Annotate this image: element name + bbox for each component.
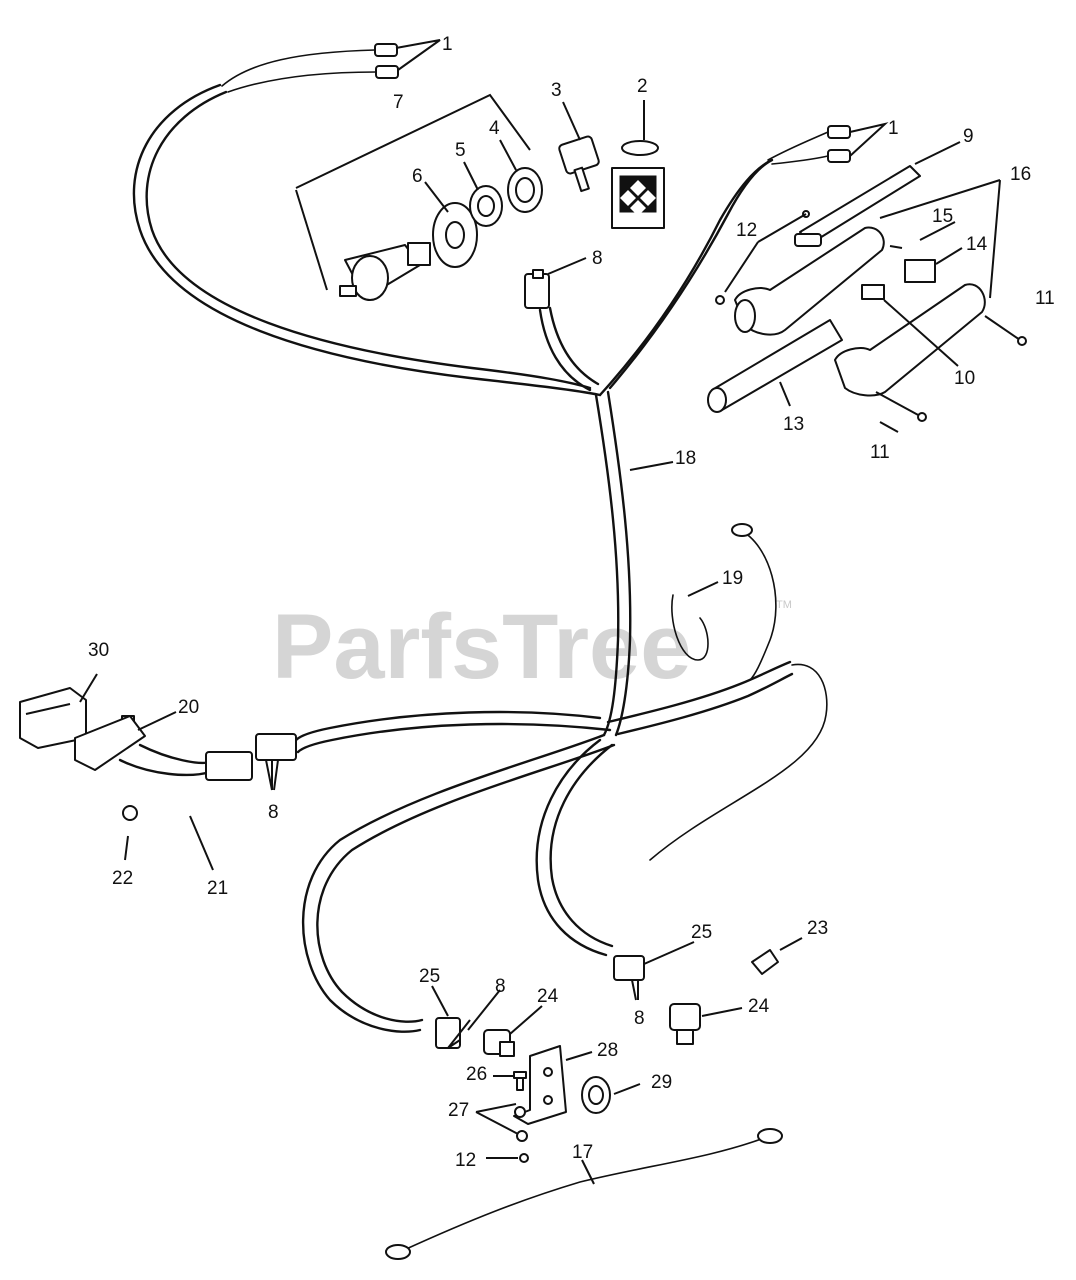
callout-16: 16: [1010, 164, 1031, 185]
callout-28: 28: [597, 1040, 618, 1061]
callout-8-lower-right: 8: [634, 1008, 645, 1029]
watermark-trademark: TM: [776, 599, 792, 611]
connector-25-right: [613, 955, 645, 1001]
callout-17: 17: [572, 1142, 593, 1163]
screw-11-bottom: [875, 391, 927, 422]
screw-26: [513, 1071, 527, 1091]
callout-4: 4: [489, 118, 500, 139]
callout-5: 5: [455, 140, 466, 161]
ring-terminal-19: [731, 523, 753, 537]
handle-half-16-top: [734, 226, 885, 336]
callout-13: 13: [783, 414, 804, 435]
wire-leads-1-right: [767, 125, 851, 165]
connector-8-top: [524, 269, 550, 309]
callout-27: 27: [448, 1100, 469, 1121]
callout-25-left: 25: [419, 966, 440, 987]
callout-15: 15: [932, 206, 953, 227]
callout-20: 20: [178, 697, 199, 718]
key-3: [558, 135, 600, 193]
handle-half-16-bottom: [834, 283, 986, 397]
callout-7: 7: [393, 92, 404, 113]
callout-24-right: 24: [748, 996, 770, 1017]
callout-11-bottom: 11: [870, 442, 890, 463]
wire-clip-19: [671, 594, 709, 661]
callout-18: 18: [675, 448, 696, 469]
loose-wire: [649, 663, 828, 861]
connector-25-left: [435, 1017, 471, 1049]
ground-cable-17: [385, 1128, 783, 1260]
nut-29: [581, 1076, 611, 1114]
grip-tube-13: [707, 319, 843, 413]
lock-washer-6: [432, 202, 478, 268]
callout-19: 19: [722, 568, 743, 589]
callout-14: 14: [966, 234, 988, 255]
washer-27-b: [516, 1130, 528, 1142]
callout-21: 21: [207, 878, 228, 899]
callout-29: 29: [651, 1072, 672, 1093]
callout-26: 26: [466, 1064, 487, 1085]
clip-14: [904, 259, 936, 283]
callout-23: 23: [807, 918, 828, 939]
nut-12-bottom: [519, 1153, 529, 1163]
ground-wire-19: [739, 529, 777, 681]
wiring-harness: [132, 83, 794, 1033]
callout-1-right: 1: [888, 118, 899, 139]
callout-12-right: 12: [736, 220, 757, 241]
callout-25-right: 25: [691, 922, 712, 943]
washer-27-a: [514, 1106, 526, 1118]
switch-24-left: [483, 1029, 515, 1057]
decal-2: [611, 140, 665, 229]
callout-10: 10: [954, 368, 975, 389]
callout-9: 9: [963, 126, 974, 147]
callout-22: 22: [112, 868, 133, 889]
callout-3: 3: [551, 80, 562, 101]
callout-12-bottom: 12: [455, 1150, 476, 1171]
bracket-28: [513, 1045, 567, 1125]
callout-24-left: 24: [537, 986, 559, 1007]
callout-8-top: 8: [592, 248, 603, 269]
callout-11-right: 11: [1035, 288, 1055, 309]
leader-lines: [79, 39, 1001, 1185]
wire-leads-1-top: [221, 43, 399, 93]
callout-8-lower-left: 8: [495, 976, 506, 997]
pin-15: [889, 245, 903, 249]
nut-22: [122, 805, 138, 821]
callout-30: 30: [88, 640, 109, 661]
switch-24-right: [669, 1003, 701, 1045]
watermark: ParfsTree: [272, 596, 691, 698]
callout-2: 2: [637, 76, 648, 97]
nut-5: [469, 185, 503, 227]
callout-6: 6: [412, 166, 423, 187]
connector-8-left: [255, 733, 297, 791]
wire-nut-23: [751, 949, 779, 975]
relay-21: [74, 715, 253, 781]
screw-11-right: [984, 315, 1027, 346]
callout-8-left: 8: [268, 802, 279, 823]
callout-1-top: 1: [442, 34, 453, 55]
terminal-10: [861, 284, 885, 300]
ignition-switch-assembly: [339, 242, 431, 301]
callout-labels: 1 1 2 3 4 5 6 7 8 8 8 8 9 10 11 11 12 12…: [88, 34, 1055, 1171]
switch-bar-9: [794, 165, 921, 247]
bezel-4: [507, 167, 543, 213]
nut-12-right: [715, 295, 725, 305]
